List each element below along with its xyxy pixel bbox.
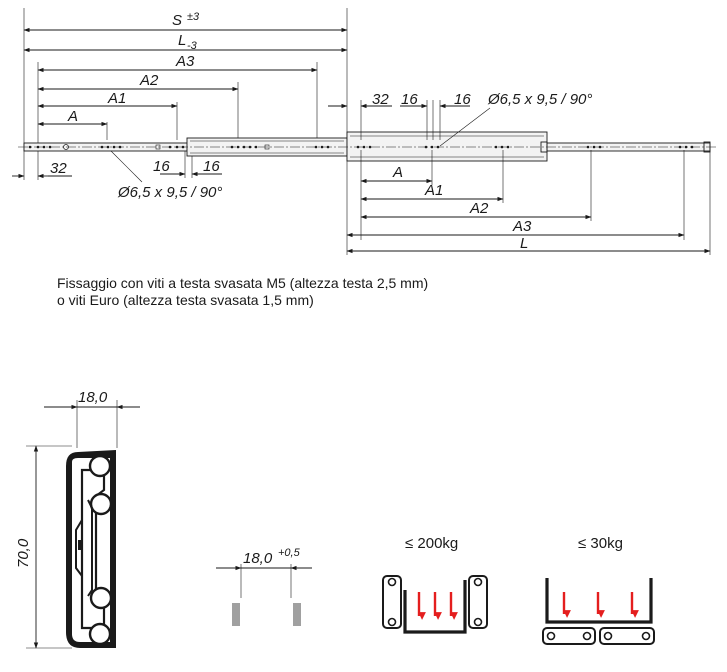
dim-16-b: 16: [203, 158, 220, 175]
dim-l-closed-tol: -3: [187, 40, 198, 52]
dim-s-tol: ±3: [187, 11, 200, 23]
dim-l-right: L: [520, 235, 528, 252]
dim-a1: A1: [107, 90, 126, 107]
load-vertical: ≤ 200kg: [382, 535, 488, 634]
top-view-rails: [18, 131, 716, 162]
hole-spec-left: Ø6,5 x 9,5 / 90°: [117, 184, 222, 201]
load-vertical-label: ≤ 200kg: [405, 535, 458, 552]
top-view-left-labels: S ±3 L -3 A3 A2 A1 A 32 16 16 Ø6,5 x 9,5…: [50, 11, 222, 201]
dim-l-closed: L: [178, 32, 186, 49]
dim-a: A: [67, 108, 78, 125]
mounting-holes: [28, 144, 694, 150]
dim-32-mid: 32: [372, 91, 389, 108]
top-view-right-dimensions: [328, 100, 711, 255]
dim-a-right: A: [392, 164, 403, 181]
dim-a3-right: A3: [512, 218, 532, 235]
cabinet-wall-left: [232, 603, 240, 626]
cabinet-wall-right: [293, 603, 301, 626]
gap-tolerance: +0,5: [278, 547, 301, 559]
hole-spec-right: Ø6,5 x 9,5 / 90°: [487, 91, 592, 108]
dim-a1-right: A1: [424, 182, 443, 199]
rail-extended-inner: [346, 131, 548, 162]
mounting-note-line1: Fissaggio con viti a testa svasata M5 (a…: [57, 275, 429, 291]
dim-32-left: 32: [50, 160, 67, 177]
dim-a2: A2: [139, 72, 159, 89]
gap-width: 18,0: [243, 550, 273, 567]
top-view-left-dimensions: [12, 8, 348, 255]
profile-cross-section: 18,0 70,0: [15, 389, 140, 649]
profile-width: 18,0: [78, 389, 108, 406]
mounting-note-line2: o viti Euro (altezza testa svasata 1,5 m…: [57, 292, 314, 308]
load-horizontal-label: ≤ 30kg: [578, 535, 623, 552]
dim-16-c: 16: [401, 91, 418, 108]
dim-a3: A3: [175, 53, 195, 70]
dim-16-a: 16: [153, 158, 170, 175]
load-horizontal: ≤ 30kg: [542, 535, 655, 645]
top-view-right-labels: 32 16 16 Ø6,5 x 9,5 / 90° A A1 A2 A3 L: [372, 91, 592, 252]
dim-16-d: 16: [454, 91, 471, 108]
profile-height: 70,0: [15, 538, 32, 568]
dim-s: S: [172, 12, 182, 29]
mounting-gap: 18,0 +0,5: [216, 547, 312, 626]
dim-a2-right: A2: [469, 200, 489, 217]
